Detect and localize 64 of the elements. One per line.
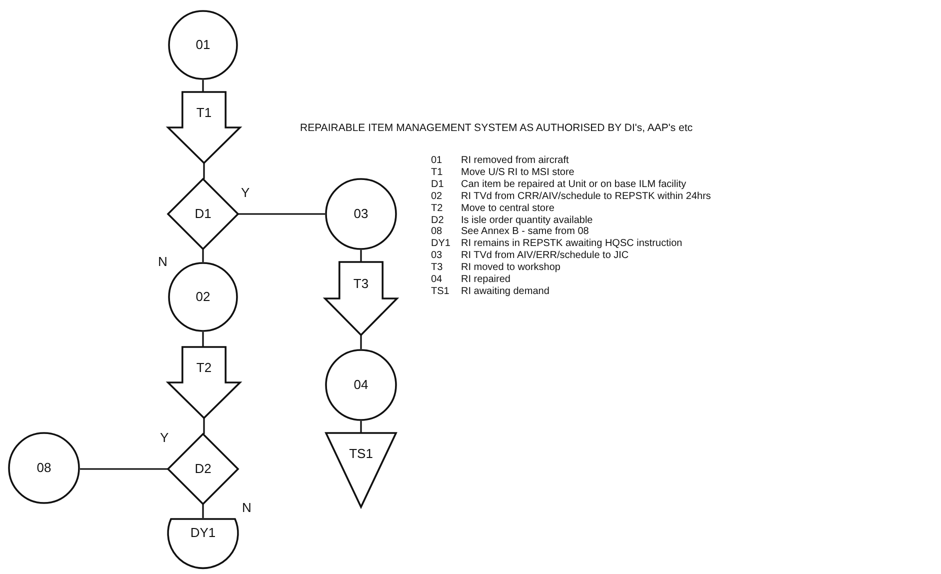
key-description: Move to central store bbox=[461, 202, 554, 215]
node-label: D2 bbox=[194, 461, 212, 477]
key-description: RI awaiting demand bbox=[461, 286, 550, 298]
delay-shape bbox=[168, 518, 238, 568]
edge-label: N bbox=[241, 500, 252, 515]
connector-line bbox=[203, 418, 205, 434]
key-code: TS1 bbox=[431, 286, 450, 298]
node-label: 08 bbox=[36, 460, 52, 476]
transfer-arrow-shape bbox=[168, 347, 240, 418]
key-description: Is isle order quantity available bbox=[461, 214, 593, 226]
key-description: RI moved to workshop bbox=[461, 262, 560, 274]
key-code: 04 bbox=[431, 274, 442, 286]
node-label: T3 bbox=[352, 276, 370, 292]
key-code: 02 bbox=[431, 190, 442, 203]
key-description: RI TVd from CRR/AIV/schedule to REPSTK within 24hrs bbox=[461, 190, 711, 203]
connector-line bbox=[80, 468, 168, 470]
key-description: RI repaired bbox=[461, 274, 510, 286]
connector-line bbox=[202, 80, 204, 92]
key-description: RI remains in REPSTK awaiting HQSC instruction bbox=[461, 238, 682, 250]
connector-line bbox=[202, 249, 204, 262]
node-label: T1 bbox=[195, 105, 213, 122]
key-code: 03 bbox=[431, 250, 442, 262]
diagram-title: REPAIRABLE ITEM MANAGEMENT SYSTEM AS AUTHORISED BY DI's, AAP's etc bbox=[300, 122, 693, 134]
storage-triangle bbox=[326, 433, 396, 507]
node-label: 01 bbox=[194, 37, 212, 53]
key-code: D2 bbox=[431, 214, 444, 226]
key-description: RI removed from aircraft bbox=[461, 155, 569, 167]
connector-line bbox=[203, 163, 205, 179]
connector-line bbox=[202, 332, 204, 347]
key-description: Can item be repaired at Unit or on base ILM facility bbox=[461, 178, 686, 191]
connector-line bbox=[202, 504, 204, 518]
connector-circle bbox=[168, 10, 238, 80]
node-label: DY1 bbox=[189, 525, 217, 541]
key-description: RI TVd from AIV/ERR/schedule to JIC bbox=[461, 250, 629, 262]
key-code: T1 bbox=[431, 166, 443, 179]
key-code: D1 bbox=[431, 178, 444, 191]
edge-label: Y bbox=[240, 185, 251, 200]
decision-diamond bbox=[168, 434, 238, 504]
connector-line bbox=[238, 213, 325, 215]
key-code: T2 bbox=[431, 202, 443, 215]
connector-line bbox=[360, 335, 362, 349]
node-label: TS1 bbox=[348, 446, 374, 462]
node-label: 03 bbox=[352, 206, 370, 222]
connector-line bbox=[360, 250, 362, 262]
node-label: T2 bbox=[195, 360, 213, 376]
transfer-arrow-shape bbox=[168, 92, 240, 163]
node-label: 04 bbox=[352, 377, 370, 393]
key-code: DY1 bbox=[431, 238, 450, 250]
node-label: D1 bbox=[194, 206, 212, 222]
key-description: Move U/S RI to MSI store bbox=[461, 166, 574, 179]
edge-label: Y bbox=[159, 430, 170, 445]
connector-circle bbox=[168, 262, 238, 332]
node-label: 02 bbox=[194, 289, 212, 305]
connector-circle bbox=[325, 178, 397, 250]
decision-diamond bbox=[168, 179, 238, 249]
connector-circle bbox=[325, 349, 397, 421]
transfer-arrow-shape bbox=[325, 262, 397, 335]
key-code: 08 bbox=[431, 226, 442, 238]
connector-line bbox=[360, 421, 362, 433]
key-code: T3 bbox=[431, 262, 443, 274]
key-description: See Annex B - same from 08 bbox=[461, 226, 589, 238]
connector-circle bbox=[8, 432, 80, 504]
key-code: 01 bbox=[431, 155, 442, 167]
edge-label: N bbox=[157, 254, 168, 269]
